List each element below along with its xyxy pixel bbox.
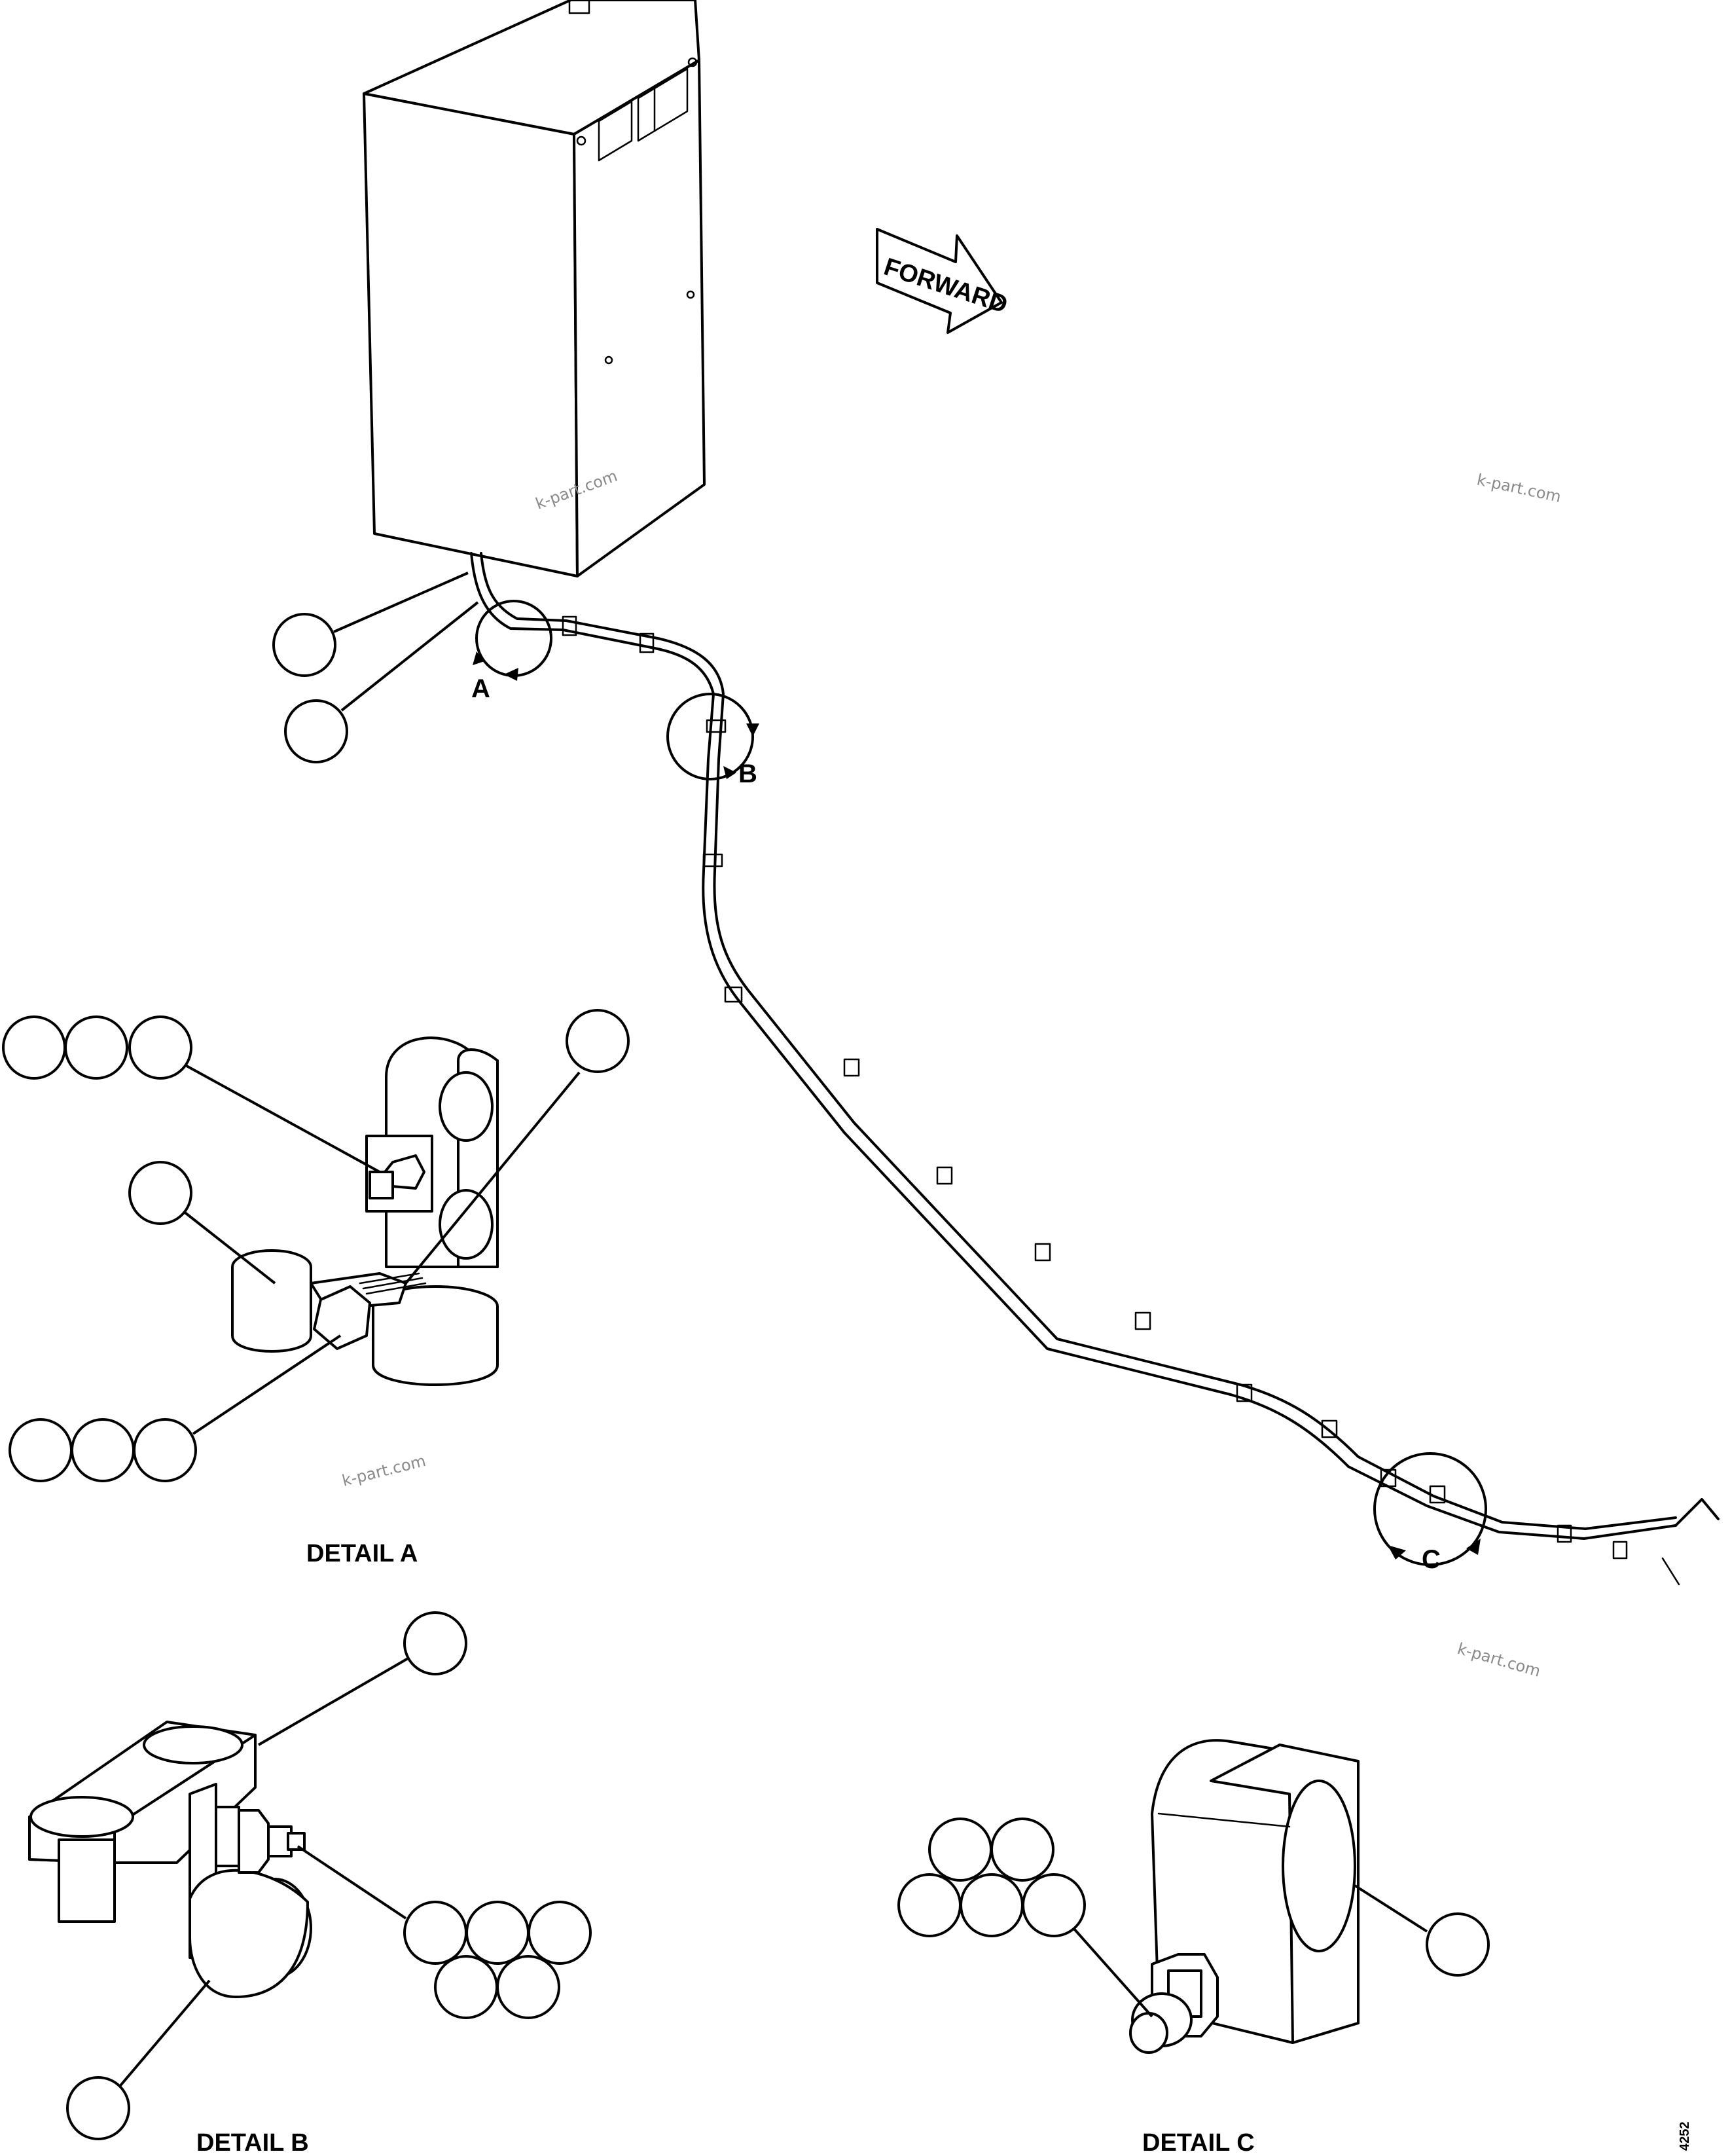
watermark: k-part.com: [340, 1452, 428, 1490]
item-bubble: [64, 1015, 128, 1080]
item-bubble: [9, 1418, 73, 1482]
callout-a: A: [471, 600, 552, 703]
item-bubble: [566, 1009, 630, 1073]
detail-c-clamp: [1129, 1739, 1360, 2054]
callout-c: C: [1373, 1452, 1487, 1574]
detail-a-title: DETAIL A: [306, 1540, 418, 1567]
detail-c-title: DETAIL C: [1142, 2129, 1255, 2156]
item-bubble: [2, 1015, 66, 1080]
callout-a-label: A: [471, 674, 490, 703]
watermark: k-part.com: [1475, 470, 1563, 506]
electrical-box: [363, 0, 706, 577]
item-bubble: [960, 1873, 1024, 1937]
detail-b-title: DETAIL B: [196, 2129, 309, 2156]
item-bubble: [434, 1955, 498, 2019]
item-bubble: [496, 1955, 560, 2019]
item-bubble: [128, 1161, 192, 1225]
callout-b: B: [666, 693, 759, 788]
item-bubble: [71, 1418, 135, 1482]
item-bubble: [284, 699, 348, 763]
item-bubble: [897, 1873, 962, 1937]
item-bubble: [133, 1418, 197, 1482]
detail-a-clamp: [231, 1036, 499, 1386]
callout-c-label: C: [1422, 1545, 1441, 1574]
detail-c-bubbles: DETAIL C: [897, 1818, 1490, 2156]
item-bubble: [66, 2076, 130, 2140]
item-bubble: [928, 1818, 992, 1882]
figure-number: 4252: [1678, 2122, 1692, 2151]
forward-arrow-icon: FORWARD: [876, 228, 1011, 334]
detail-b-clamp: [28, 1721, 312, 1998]
item-bubble: [403, 1901, 467, 1965]
main-view-bubbles: [272, 572, 479, 763]
item-bubble: [990, 1818, 1054, 1882]
item-bubble: [272, 613, 336, 677]
wire-harness: [470, 552, 1720, 1586]
item-bubble: [528, 1901, 592, 1965]
item-bubble: [128, 1015, 192, 1080]
item-bubble: [1426, 1912, 1490, 1977]
callout-b-label: B: [738, 759, 757, 788]
item-bubble: [403, 1611, 467, 1675]
item-bubble: [465, 1901, 530, 1965]
item-bubble: [1022, 1873, 1086, 1937]
detail-a-bubbles: DETAIL A: [2, 1009, 630, 1567]
watermark: k-part.com: [1455, 1639, 1542, 1681]
watermarks: k-part.com k-part.com k-part.com k-part.…: [340, 467, 1563, 1681]
detail-b-bubbles: DETAIL B: [66, 1611, 592, 2156]
